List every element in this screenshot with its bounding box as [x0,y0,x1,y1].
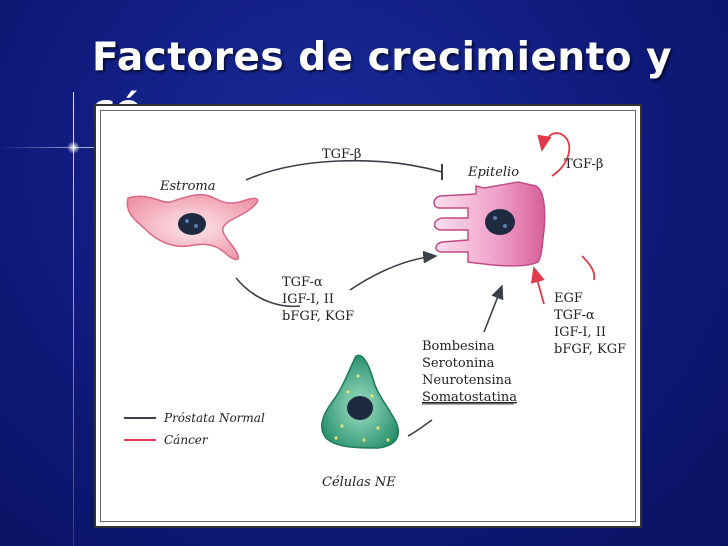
signal-list-1-item-2: IGF-I, II [282,292,334,307]
arrow-autocrine-tgfb [537,132,571,177]
arrow-ne-to-epi [483,284,504,333]
decorative-vertical-line [73,92,74,546]
cancer-list-item-3: IGF-I, II [554,325,606,340]
slide-title: Factores de crecimiento y [92,35,673,80]
epithelial-cell [433,181,546,267]
decorative-sparkle [67,141,80,154]
signal-list-1-item-3: bFGF, KGF [282,309,354,324]
arrow-cancer-up [530,266,545,305]
ne-nucleus [347,396,373,420]
cancer-list-item-2: TGF-α [554,308,595,323]
label-epitelio: Epitelio [467,165,519,180]
arrow-stroma-to-epi [349,250,438,291]
arrow-tgfb-inhibit [245,159,443,181]
stroma-cell [126,193,259,261]
stroma-out-curve [235,277,301,308]
cancer-list-item-4: bFGF, KGF [554,342,626,357]
figure-border [100,110,636,522]
cancer-curve-right [581,255,596,281]
ne-cell [320,354,399,449]
ne-list-item-2: Serotonina [422,356,495,371]
cancer-list-item-1: EGF [554,291,583,306]
ne-list-item-4: Somatostatina [422,390,517,405]
legend: Próstata Normal Cáncer [124,411,265,447]
label-tgfb-right: TGF-β [564,157,603,172]
diagram-canvas: Estroma Epitelio Células NE TGF-β TGF-α … [124,132,626,490]
ne-list-item-3: Neurotensina [422,373,512,388]
ne-list-item-1: Bombesina [422,339,495,354]
epithelial-nucleus [485,209,515,235]
legend-normal-label: Próstata Normal [163,411,265,425]
label-tgfb-top: TGF-β [322,147,361,162]
label-celulas-ne: Células NE [322,475,396,490]
decorative-horizontal-line [0,147,120,148]
signal-list-1-item-1: TGF-α [282,275,323,290]
label-estroma: Estroma [159,179,216,194]
legend-cancer-label: Cáncer [164,433,209,447]
ne-out-curve [407,419,433,437]
slide-title-overflow: cé [92,86,142,104]
stroma-nucleus [178,213,206,235]
diagram-figure: Estroma Epitelio Células NE TGF-β TGF-α … [94,104,642,528]
